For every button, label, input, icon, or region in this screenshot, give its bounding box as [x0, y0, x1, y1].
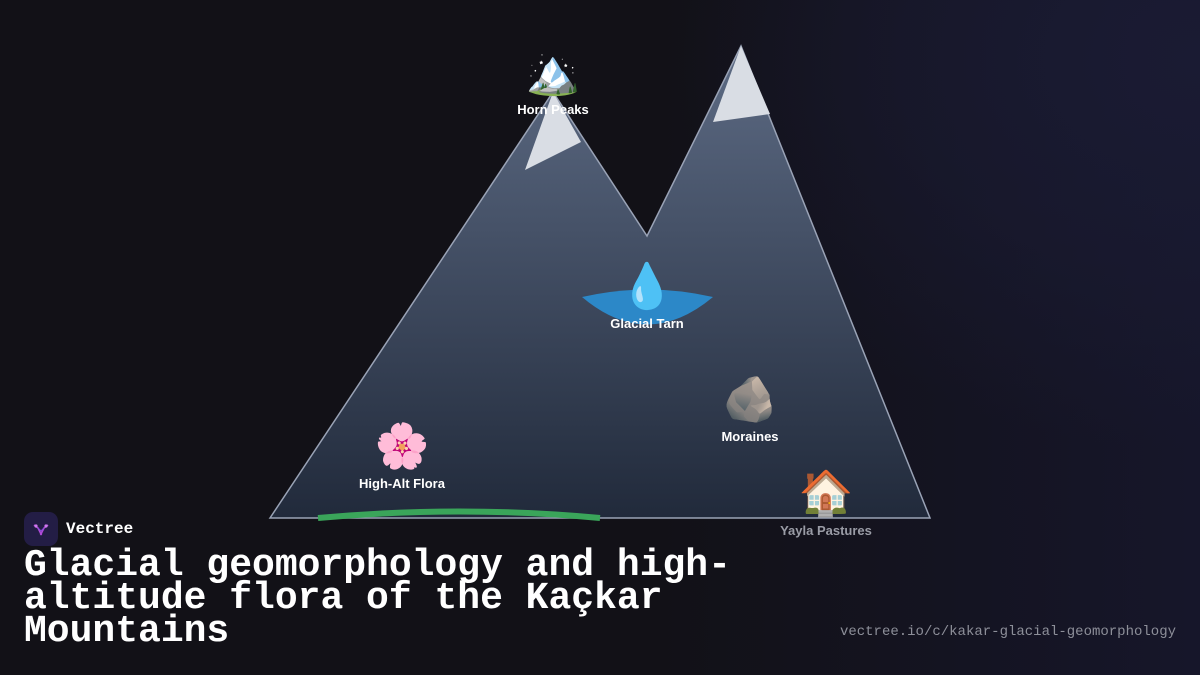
- node-label: Horn Peaks: [517, 102, 589, 117]
- page-title: Glacial geomorphology and high-altitude …: [24, 544, 731, 653]
- node-glacial-tarn: 💧 Glacial Tarn: [610, 261, 684, 332]
- meadow-line: [317, 508, 601, 521]
- cherry-blossom-icon: 🌸: [374, 421, 430, 472]
- node-horn-peaks: 🏔️ Horn Peaks: [517, 47, 589, 118]
- vectree-logo-icon: [24, 512, 58, 546]
- snow-capped-mountain-icon: 🏔️: [525, 47, 581, 98]
- node-label: Yayla Pastures: [780, 523, 872, 538]
- house-icon: 🏠: [798, 468, 854, 519]
- node-label: Glacial Tarn: [610, 316, 684, 331]
- right-snow-cap: [713, 46, 770, 122]
- node-label: Moraines: [721, 429, 779, 444]
- node-label: High-Alt Flora: [359, 476, 445, 491]
- glacial-tarn-pool: [582, 289, 713, 325]
- source-url: vectree.io/c/kakar-glacial-geomorphology: [839, 624, 1176, 640]
- node-yayla-pastures: 🏠 Yayla Pastures: [780, 468, 872, 539]
- brand-name: Vectree: [66, 520, 134, 538]
- node-high-alt-flora: 🌸 High-Alt Flora: [359, 421, 445, 492]
- node-moraines: 🪨 Moraines: [721, 374, 779, 445]
- brand: Vectree: [24, 512, 133, 546]
- mountain-shape: [268, 44, 932, 519]
- rock-icon: 🪨: [722, 374, 778, 425]
- water-droplet-icon: 💧: [619, 261, 675, 312]
- left-snow-cap: [525, 92, 581, 170]
